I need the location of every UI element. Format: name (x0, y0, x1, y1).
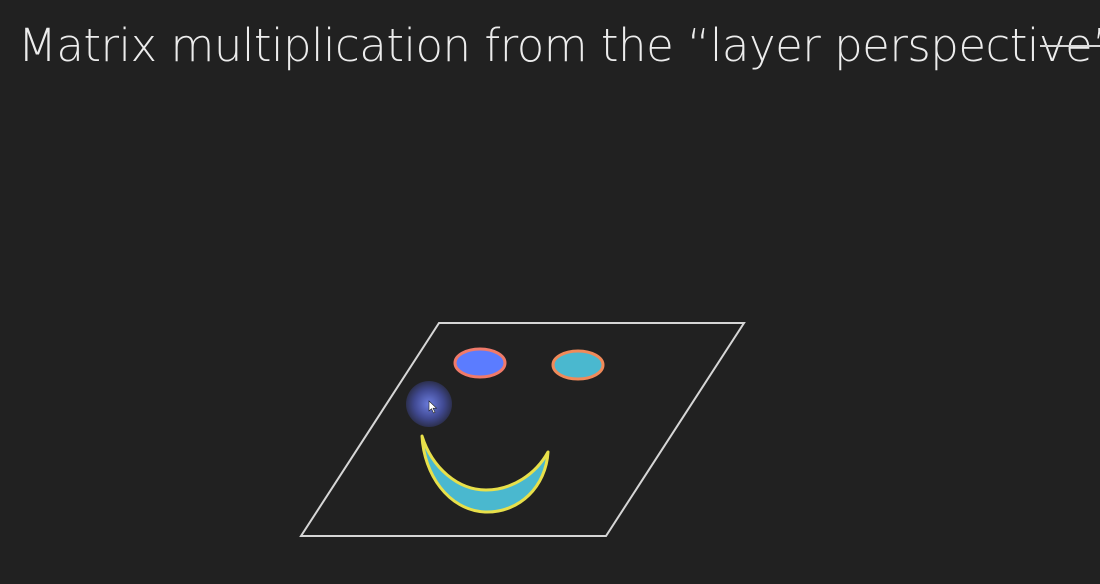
smile-mouth (420, 434, 550, 514)
right-eye (551, 349, 605, 381)
mouse-pointer-icon (428, 400, 438, 414)
face-plane (299, 322, 746, 537)
left-eye (453, 347, 507, 379)
title-divider-line (1040, 45, 1100, 47)
slide-title: Matrix multiplication from the “layer pe… (18, 19, 1100, 72)
